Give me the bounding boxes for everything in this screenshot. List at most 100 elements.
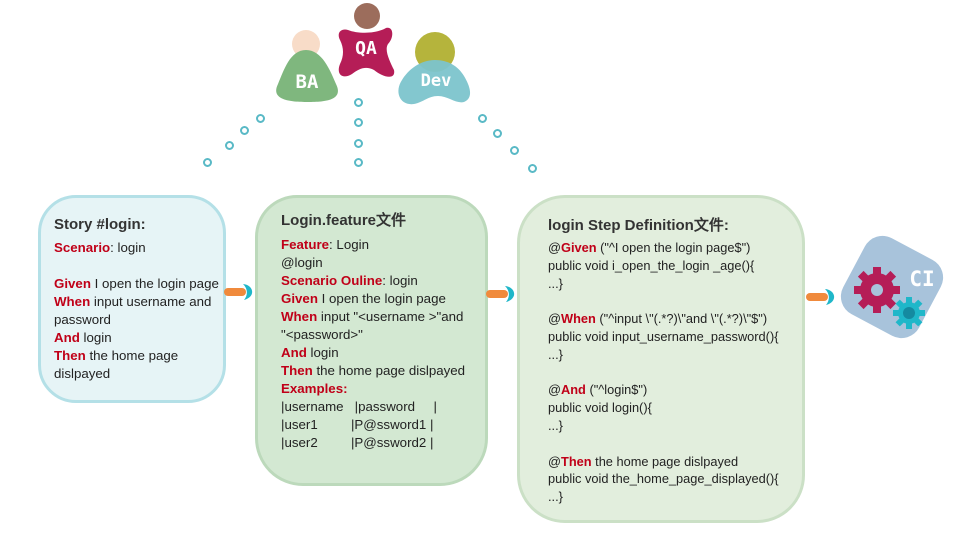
story-line: dislpayed (54, 365, 219, 383)
step-definition-box (517, 195, 805, 523)
line-text: ...} (548, 489, 563, 505)
story-line: And login (54, 329, 219, 347)
line-text: @ (548, 240, 561, 255)
line-text: I open the login page (90, 276, 219, 291)
keyword: Given (561, 240, 597, 255)
story-line: password (54, 311, 219, 329)
keyword: Feature (281, 237, 330, 252)
qa-figure: QA (338, 3, 395, 77)
steps-line: ...} (548, 275, 779, 293)
line-text: ...} (548, 346, 563, 362)
story-title: Story #login: (54, 216, 146, 233)
line-text: the home page dislpayed (312, 363, 466, 378)
story-line: When input username and (54, 293, 219, 311)
story-line: Then the home page (54, 347, 219, 365)
keyword: Given (54, 276, 91, 291)
line-text: input "<username >"and (317, 309, 464, 324)
keyword: When (561, 311, 596, 327)
feature-line: When input "<username >"and (281, 308, 465, 326)
line-text: login (306, 345, 339, 360)
story-box (38, 195, 226, 403)
feature-line: Feature: Login (281, 236, 465, 254)
feature-line: Then the home page dislpayed (281, 362, 465, 380)
dev-label: Dev (421, 71, 452, 91)
feature-title: Login.feature文件 (281, 212, 407, 229)
keyword: And (281, 345, 307, 360)
steps-line: ...} (548, 346, 779, 364)
keyword: Examples: (281, 381, 348, 396)
feature-line: Examples: (281, 380, 465, 398)
keyword: Scenario Ouline (281, 273, 383, 288)
keyword: When (281, 309, 318, 324)
line-text: ("^login$") (585, 382, 648, 398)
steps-line: @When ("^input \"(.*?)\"and \"(.*?)\"$") (548, 310, 779, 328)
keyword: And (54, 330, 80, 345)
steps-title: login Step Definition文件: (548, 217, 729, 234)
line-text: public void input_username_password(){ (548, 328, 779, 344)
ci-label: CI (909, 267, 934, 291)
line-text: "<password>" (281, 327, 363, 342)
feature-line: @login (281, 254, 465, 272)
line-text: @ (548, 382, 561, 398)
line-text: |username |password | (281, 399, 437, 414)
story-lines: Scenario: login Given I open the login p… (54, 239, 219, 383)
line-text: input username and (90, 294, 212, 309)
line-text: ...} (548, 417, 563, 433)
ba-figure: BA (276, 30, 338, 102)
steps-line (548, 435, 779, 453)
steps-line: @And ("^login$") (548, 381, 779, 399)
small-gear-icon (893, 297, 925, 329)
line-text: the home page dislpayed (591, 453, 739, 469)
steps-line: ...} (548, 488, 779, 506)
line-text: @ (548, 453, 561, 469)
steps-line: public void i_open_the_login _age(){ (548, 257, 779, 275)
steps-line (548, 364, 779, 382)
keyword: Then (561, 453, 592, 469)
steps-line (548, 292, 779, 310)
steps-line: public void login(){ (548, 399, 779, 417)
line-text: the home page (85, 348, 179, 363)
steps-line: @Given ("^I open the login page$") (548, 239, 779, 257)
line-text: @login (281, 255, 323, 270)
story-line (54, 257, 219, 275)
steps-line: ...} (548, 417, 779, 435)
dev-figure: Dev (398, 32, 471, 105)
line-text: ...} (548, 275, 563, 291)
keyword: And (561, 382, 586, 398)
steps-line: @Then the home page dislpayed (548, 453, 779, 471)
keyword: Then (281, 363, 313, 378)
feature-line: |user1 |P@ssword1 | (281, 416, 465, 434)
ba-label: BA (296, 71, 319, 93)
feature-line: And login (281, 344, 465, 362)
line-text: public void login(){ (548, 400, 652, 416)
steps-lines: @Given ("^I open the login page$")public… (548, 239, 779, 506)
qa-label: QA (355, 38, 377, 59)
feature-line: |username |password | (281, 398, 465, 416)
keyword: Then (54, 348, 86, 363)
large-gear-icon (854, 267, 900, 313)
feature-line: Given I open the login page (281, 290, 465, 308)
story-line: Given I open the login page (54, 275, 219, 293)
line-text: : login (110, 240, 146, 255)
line-text: public void the_home_page_displayed(){ (548, 471, 779, 487)
line-text: I open the login page (317, 291, 446, 306)
line-text: : Login (329, 237, 369, 252)
steps-line: public void input_username_password(){ (548, 328, 779, 346)
arrow-steps-to-ci (806, 289, 835, 305)
roles-figures: BA QA Dev (276, 3, 471, 105)
keyword: When (54, 294, 91, 309)
line-text: |user2 |P@ssword2 | (281, 435, 434, 450)
line-text: dislpayed (54, 366, 111, 381)
keyword: Scenario (54, 240, 111, 255)
line-text: ("^I open the login page$") (596, 240, 751, 255)
ci-badge: CI (840, 235, 944, 339)
feature-line: Scenario Ouline: login (281, 272, 465, 290)
line-text: |user1 |P@ssword1 | (281, 417, 434, 432)
line-text: : login (382, 273, 418, 288)
line-text: ("^input \"(.*?)\"and \"(.*?)\"$") (595, 311, 768, 327)
feature-line: |user2 |P@ssword2 | (281, 434, 465, 452)
arrow-story-to-feature (224, 284, 253, 300)
story-line: Scenario: login (54, 239, 219, 257)
